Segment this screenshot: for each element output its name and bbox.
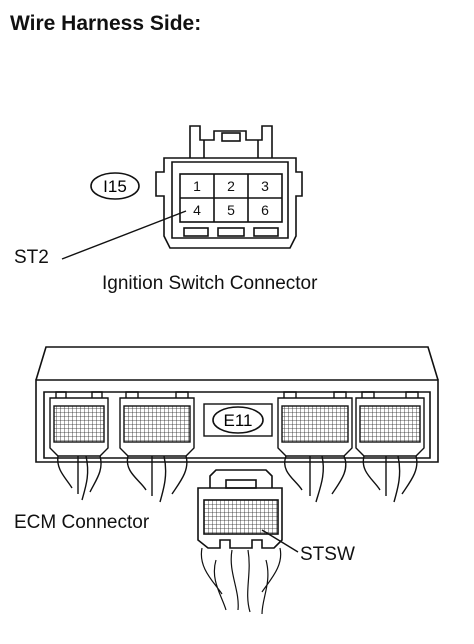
stsw-leader-line [261,529,299,553]
pin-6-label: 6 [261,202,269,218]
ecm-connector-block-1 [49,391,109,501]
page-heading: Wire Harness Side: [10,12,202,35]
ecm-housing [35,346,439,463]
st2-callout: ST2 [14,247,49,268]
ignition-switch-connector [155,125,303,249]
pin-3-label: 3 [261,178,269,194]
pin-1-label: 1 [193,178,201,194]
pin-5-label: 5 [227,202,235,218]
pin-2-label: 2 [227,178,235,194]
ignition-connector-code: I15 [103,177,127,196]
e11-connector [197,469,283,615]
ecm-connector-block-4 [355,391,425,503]
pin-4-label: 4 [193,202,201,218]
ignition-pin-labels: 1 2 3 4 5 6 [193,178,269,218]
st2-leader-line [61,210,187,260]
ignition-connector-name: Ignition Switch Connector [102,273,318,294]
ecm-connector-block-3 [277,391,353,503]
ecm-connector-code: E11 [224,411,253,430]
ecm-connector-name: ECM Connector [14,512,150,533]
ecm-connector-tag-oval [212,406,264,434]
ecm-connector-block-2 [119,391,195,503]
ignition-connector-tag-oval [90,172,140,200]
stsw-callout: STSW [300,544,355,565]
ecm-tag-box [203,403,273,437]
